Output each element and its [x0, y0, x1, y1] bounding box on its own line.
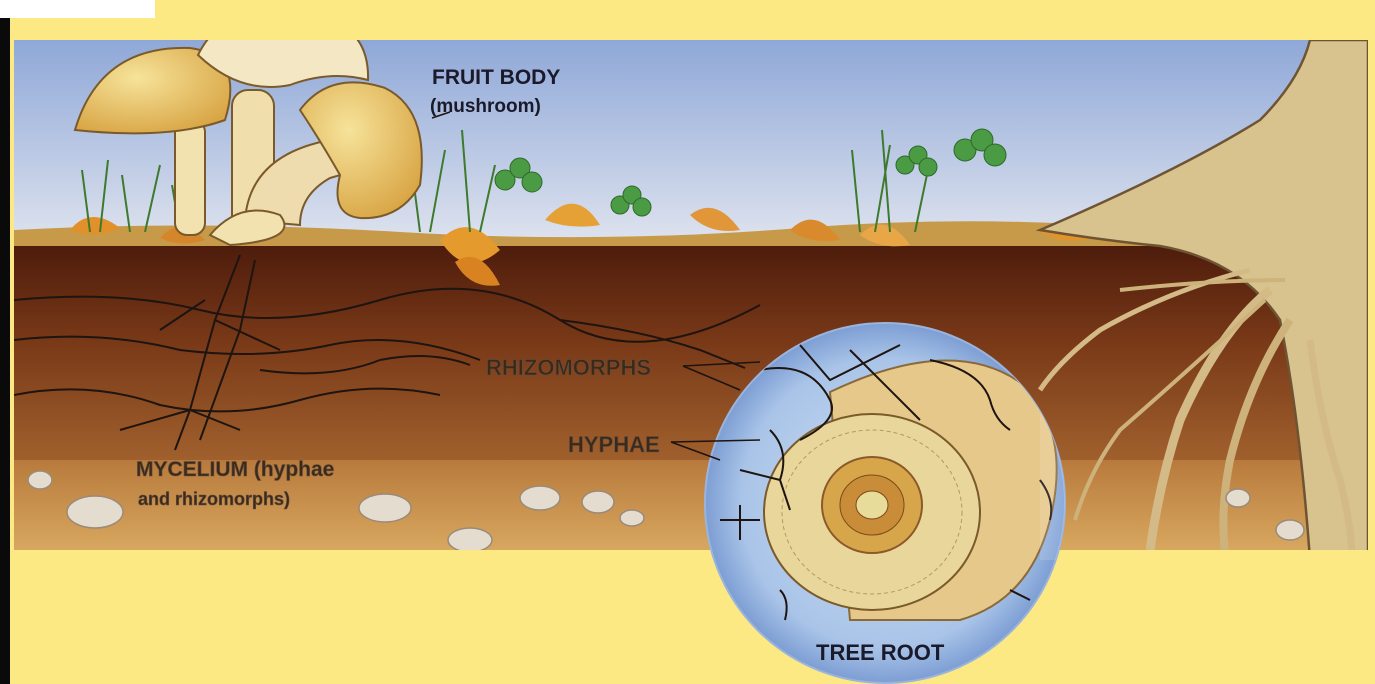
hyphae-label: HYPHAE — [568, 432, 660, 457]
mycelium-sublabel: and rhizomorphs) — [138, 489, 290, 509]
fruit-body-label: FRUIT BODY — [432, 66, 560, 89]
corner-white-patch — [0, 0, 155, 18]
tree-root-label: TREE ROOT — [816, 640, 945, 665]
left-edge — [0, 18, 10, 684]
mycelium-label: MYCELIUM (hyphae — [136, 458, 334, 481]
fruit-body-sublabel: (mushroom) — [430, 96, 541, 117]
rhizomorphs-label: RHIZOMORPHS — [486, 355, 651, 380]
soil-layer — [14, 246, 1368, 466]
